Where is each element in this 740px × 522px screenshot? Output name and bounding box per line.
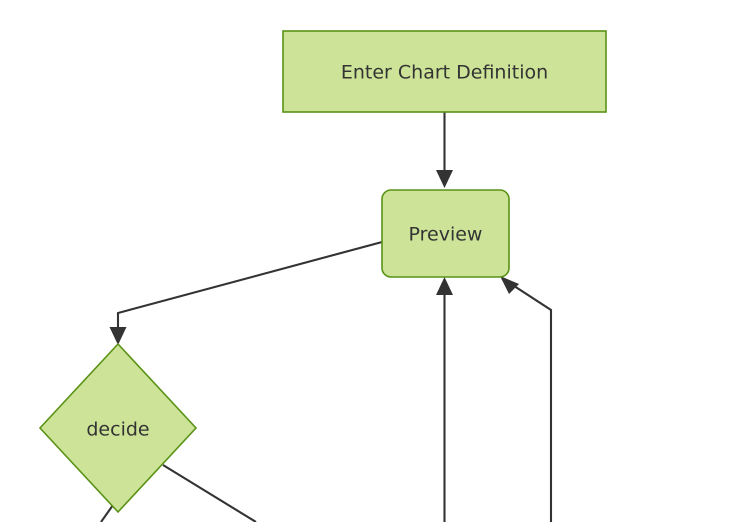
edge-enter-to-preview[interactable] (436, 112, 453, 188)
node-enter-chart-definition[interactable]: Enter Chart Definition (282, 30, 607, 113)
node-label-decide: decide (86, 419, 149, 441)
node-label-preview: Preview (409, 224, 483, 246)
arrowhead-upleft-icon (500, 276, 519, 294)
node-decide[interactable]: decide (38, 342, 198, 514)
node-layer: Enter Chart Definition Preview decide (38, 30, 607, 514)
node-rectangle (282, 30, 607, 113)
edge-decide-bottom-right[interactable] (162, 464, 257, 522)
edge-bottom-right-to-preview[interactable] (500, 276, 553, 522)
edge-line (504, 279, 553, 522)
arrowhead-down-icon (109, 327, 127, 345)
edge-line (162, 464, 257, 522)
arrowhead-down-icon (436, 170, 453, 188)
edge-line (116, 240, 383, 339)
edge-preview-to-decide[interactable] (109, 240, 383, 345)
arrowhead-up-icon (436, 277, 453, 295)
node-rounded-rectangle (381, 189, 510, 278)
edge-bottom-center-to-preview[interactable] (436, 277, 453, 522)
edge-layer (100, 112, 553, 522)
node-label-enter-chart-definition: Enter Chart Definition (341, 62, 548, 84)
node-diamond (38, 342, 198, 514)
node-preview[interactable]: Preview (381, 189, 510, 278)
